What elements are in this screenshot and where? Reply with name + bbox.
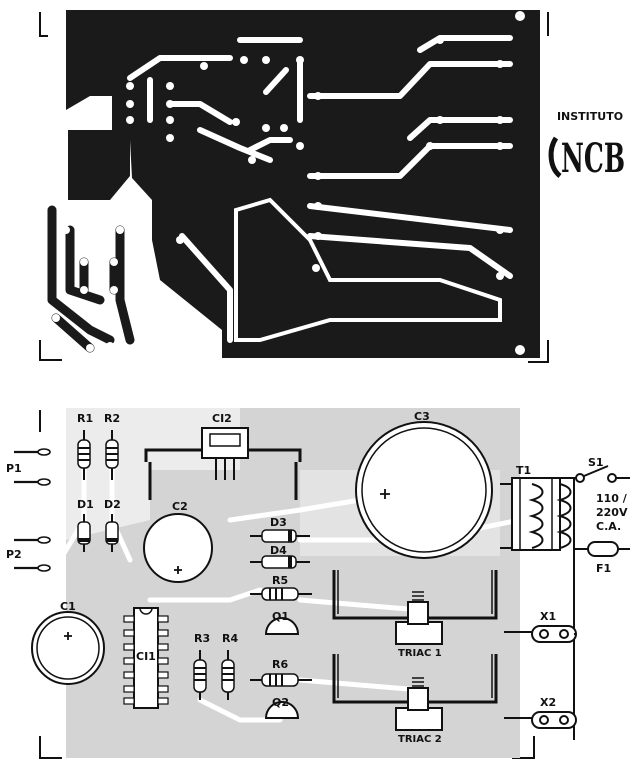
label-d1: D1 <box>77 498 94 511</box>
resistor-r1 <box>77 430 91 480</box>
resistor-r4 <box>221 650 235 700</box>
ic-ci2 <box>144 427 302 500</box>
resistor-r5 <box>250 587 312 601</box>
label-s1: S1 <box>588 456 604 469</box>
label-r6: R6 <box>272 658 288 671</box>
label-p1: P1 <box>6 462 22 475</box>
transistor-q2 <box>264 701 300 719</box>
logo-swoosh <box>548 136 562 178</box>
diode-d2 <box>105 514 119 552</box>
label-r3: R3 <box>194 632 210 645</box>
capacitor-c3 <box>355 421 493 559</box>
label-ci2: CI2 <box>212 412 232 425</box>
label-voltage-3: C.A. <box>596 520 621 533</box>
isolation-channels <box>127 35 513 343</box>
label-voltage-2: 220V <box>596 506 628 519</box>
label-t1: T1 <box>516 464 531 477</box>
resistor-r3 <box>193 650 207 700</box>
switch-s1 <box>560 465 630 483</box>
label-d4: D4 <box>270 544 287 557</box>
diode-d3 <box>250 529 310 543</box>
label-r5: R5 <box>272 574 288 587</box>
label-d3: D3 <box>270 516 287 529</box>
label-p2: P2 <box>6 548 22 561</box>
label-r2: R2 <box>104 412 120 425</box>
triac-2 <box>332 654 498 731</box>
capacitor-c1 <box>31 611 105 685</box>
copper-ground-plane <box>66 10 540 358</box>
terminal-x1 <box>504 625 577 643</box>
copper-triangle-pad <box>234 197 502 342</box>
label-c3: C3 <box>414 410 430 423</box>
resistor-r6 <box>250 673 312 687</box>
label-q2: Q2 <box>272 696 289 709</box>
transistor-q1 <box>264 617 300 635</box>
ic-ci1 <box>123 607 169 709</box>
label-d2: D2 <box>104 498 121 511</box>
corner-mark <box>39 340 62 361</box>
diode-d4 <box>250 555 310 569</box>
label-x2: X2 <box>540 696 556 709</box>
logo-main-text: NCB <box>561 135 625 182</box>
label-x1: X1 <box>540 610 556 623</box>
label-ci1: CI1 <box>136 650 156 663</box>
corner-mark <box>39 12 48 37</box>
component-side-view: R1 R2 P1 D1 D2 P2 C1 CI1 CI2 C2 C3 D3 D4… <box>6 408 630 759</box>
instituto-ncb-logo: INSTITUTO NCB <box>548 110 625 182</box>
corner-mark <box>39 736 62 759</box>
component-labels: R1 R2 P1 D1 D2 P2 C1 CI1 CI2 C2 C3 D3 D4… <box>6 410 628 745</box>
label-r4: R4 <box>222 632 238 645</box>
transformer-t1 <box>500 477 572 551</box>
fuse-f1 <box>574 541 630 557</box>
capacitor-c2 <box>143 513 213 583</box>
label-c2: C2 <box>172 500 188 513</box>
label-triac-1: TRIAC 1 <box>398 648 442 659</box>
logo-top-text: INSTITUTO <box>557 110 623 123</box>
label-triac-2: TRIAC 2 <box>398 734 442 745</box>
label-q1: Q1 <box>272 610 289 623</box>
diode-d1 <box>77 514 91 552</box>
label-f1: F1 <box>596 562 611 575</box>
label-voltage-1: 110 / <box>596 492 628 505</box>
terminal-x2 <box>504 711 577 729</box>
label-r1: R1 <box>77 412 93 425</box>
left-traces <box>47 205 135 353</box>
copper-layout-view <box>39 10 549 363</box>
copper-block-left <box>68 130 130 200</box>
solder-pads <box>52 11 525 355</box>
label-c1: C1 <box>60 600 76 613</box>
corner-mark <box>528 340 549 363</box>
resistor-r2 <box>105 430 119 480</box>
triac-1 <box>332 570 498 645</box>
